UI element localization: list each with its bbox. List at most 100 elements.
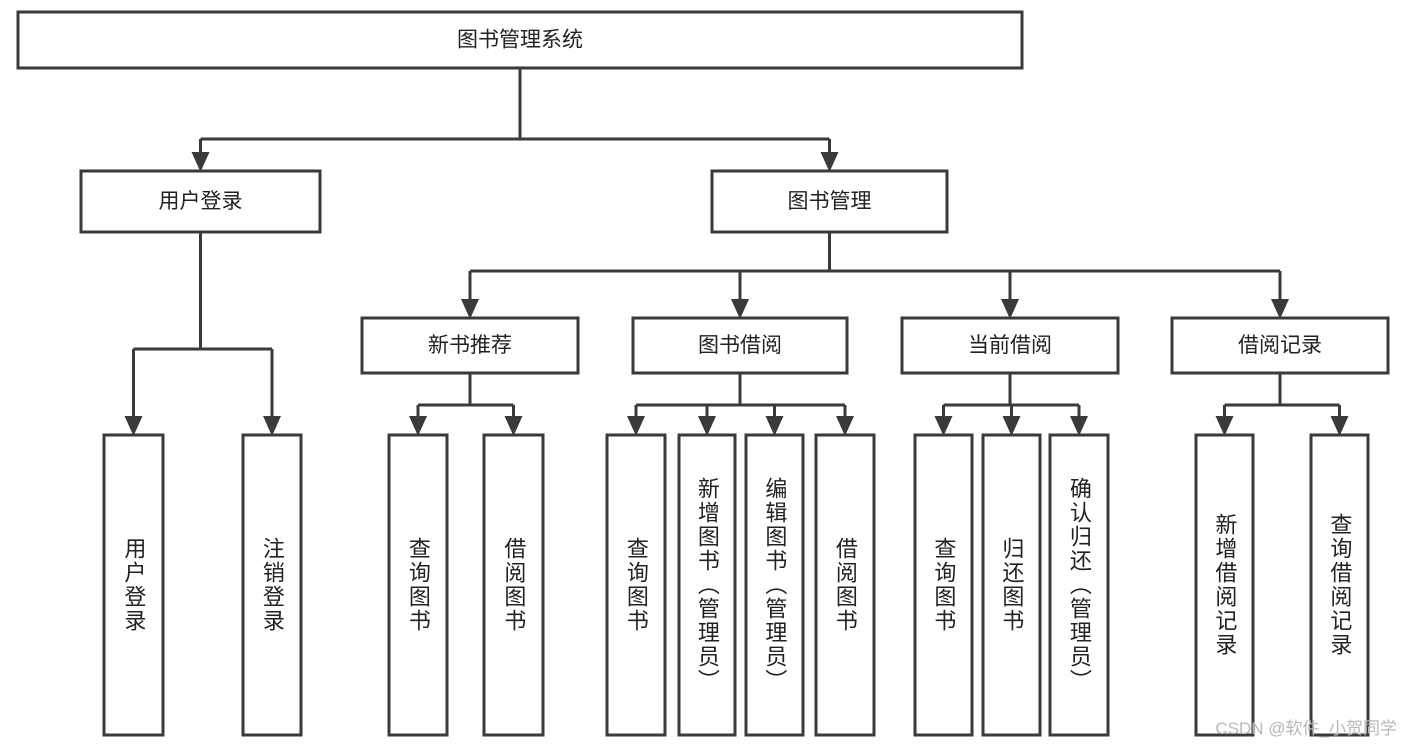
node-label-leaf-confirm-return-admin: 确认归还（管理员） [1066,477,1092,693]
node-box-leaf-query-book-current[interactable] [913,433,974,737]
node-label-leaf-query-book-borrow: 查询图书 [623,537,649,633]
vertical-text-wrap: 归还图书 [983,435,1040,735]
node-box-current-borrow[interactable] [900,316,1120,375]
node-label-container-leaf-add-borrow-record: 新增借阅记录 [1196,435,1253,735]
node-label-borrow-record: 借阅记录 [1238,334,1322,357]
vertical-text-wrap: 查询图书 [607,435,665,735]
node-current-borrow[interactable]: 当前借阅 [900,316,1120,375]
node-leaf-borrow-book-borrow[interactable]: 借阅图书 [814,433,876,737]
node-label-container-leaf-return-book: 归还图书 [983,435,1040,735]
node-borrow-record[interactable]: 借阅记录 [1170,316,1390,375]
node-label-leaf-borrow-book-recommend: 借阅图书 [501,537,527,633]
node-label-current-borrow: 当前借阅 [968,334,1052,357]
arrow-head-icon [1002,416,1021,436]
node-label-container-leaf-logout: 注销登录 [243,435,301,735]
arrow-head-icon [461,299,479,319]
arrow-head-icon [698,416,716,436]
node-label-book-management: 图书管理 [788,190,872,213]
vertical-text-wrap: 查询图书 [915,435,972,735]
vertical-text-wrap: 新增借阅记录 [1196,435,1253,735]
node-leaf-query-book-borrow[interactable]: 查询图书 [605,433,667,737]
arrow-head-icon [124,416,143,436]
node-box-leaf-query-book-borrow[interactable] [605,433,667,737]
node-leaf-add-book-admin[interactable]: 新增图书（管理员） [677,433,737,737]
node-box-borrow-record[interactable] [1170,316,1390,375]
node-root[interactable]: 图书管理系统 [16,10,1024,70]
arrow-head-icon [263,416,281,436]
node-book-borrow[interactable]: 图书借阅 [631,316,849,375]
node-leaf-add-borrow-record[interactable]: 新增借阅记录 [1194,433,1255,737]
node-label-leaf-add-borrow-record: 新增借阅记录 [1212,513,1238,657]
node-label-new-book-recommend: 新书推荐 [428,334,512,357]
node-leaf-logout[interactable]: 注销登录 [241,433,303,737]
node-label-container-leaf-confirm-return-admin: 确认归还（管理员） [1050,435,1108,735]
vertical-text-wrap: 查询图书 [389,435,447,735]
node-label-container-leaf-borrow-book-recommend: 借阅图书 [501,537,527,633]
node-box-leaf-confirm-return-admin[interactable] [1048,433,1110,737]
node-box-leaf-query-book-recommend[interactable] [387,433,449,737]
node-label-container-leaf-query-book-recommend: 查询图书 [389,435,447,735]
node-box-leaf-return-book[interactable] [981,433,1042,737]
arrow-head-icon [1330,416,1349,436]
node-label-book-borrow: 图书借阅 [698,334,782,357]
vertical-text-wrap: 新增图书（管理员） [679,435,735,735]
node-label-leaf-logout: 注销登录 [259,537,285,633]
node-leaf-user-login[interactable]: 用户登录 [102,433,165,737]
node-label-leaf-borrow-book-borrow: 借阅图书 [832,537,858,633]
node-box-root[interactable] [16,10,1024,70]
node-leaf-query-borrow-record[interactable]: 查询借阅记录 [1309,433,1370,737]
node-box-new-book-recommend[interactable] [360,316,580,375]
arrow-head-icon [504,416,523,436]
arrow-head-icon [820,152,839,172]
node-user-login[interactable]: 用户登录 [79,169,322,234]
node-box-leaf-add-book-admin[interactable] [677,433,737,737]
node-box-leaf-logout[interactable] [241,433,303,737]
node-leaf-return-book[interactable]: 归还图书 [981,433,1042,737]
node-book-management[interactable]: 图书管理 [710,169,949,234]
node-box-book-borrow[interactable] [631,316,849,375]
node-leaf-query-book-recommend[interactable]: 查询图书 [387,433,449,737]
connector-layer [124,68,1349,436]
node-leaf-borrow-book-recommend[interactable]: 借阅图书 [482,433,545,737]
node-label-leaf-query-borrow-record: 查询借阅记录 [1327,513,1353,657]
vertical-text-wrap: 确认归还（管理员） [1050,435,1108,735]
node-label-container-leaf-user-login: 用户登录 [104,435,163,735]
vertical-text-wrap: 编辑图书（管理员） [746,435,803,735]
node-leaf-confirm-return-admin[interactable]: 确认归还（管理员） [1048,433,1110,737]
node-box-leaf-add-borrow-record[interactable] [1194,433,1255,737]
arrow-head-icon [765,416,784,436]
watermark-text: CSDN @软件_小贺同学 [1215,719,1397,738]
arrow-head-icon [1070,416,1088,436]
node-box-leaf-query-borrow-record[interactable] [1309,433,1370,737]
node-label-root: 图书管理系统 [457,29,583,52]
node-label-leaf-return-book: 归还图书 [999,537,1025,633]
vertical-text-wrap: 用户登录 [104,435,163,735]
arrow-head-icon [1271,299,1289,319]
arrow-head-icon [731,299,749,319]
arrow-head-icon [409,416,427,436]
node-label-leaf-user-login: 用户登录 [121,537,147,633]
node-box-leaf-borrow-book-recommend[interactable] [482,433,545,737]
node-box-leaf-user-login[interactable] [102,433,165,737]
node-leaf-query-book-current[interactable]: 查询图书 [913,433,974,737]
node-label-container-leaf-query-book-current: 查询图书 [915,435,972,735]
vertical-text-wrap: 注销登录 [243,435,301,735]
node-label-container-leaf-query-book-borrow: 查询图书 [607,435,665,735]
node-box-user-login[interactable] [79,169,322,234]
node-label-leaf-query-book-recommend: 查询图书 [405,537,431,633]
node-leaf-edit-book-admin[interactable]: 编辑图书（管理员） [744,433,805,737]
node-label-leaf-add-book-admin: 新增图书（管理员） [694,477,720,693]
arrow-head-icon [1215,416,1234,436]
node-new-book-recommend[interactable]: 新书推荐 [360,316,580,375]
node-label-container-leaf-add-book-admin: 新增图书（管理员） [679,435,735,735]
arrow-head-icon [627,416,645,436]
node-label-leaf-query-book-current: 查询图书 [931,537,957,633]
node-box-book-management[interactable] [710,169,949,234]
node-layer: 图书管理系统用户登录图书管理新书推荐图书借阅当前借阅借阅记录用户登录注销登录查询… [16,10,1390,737]
node-box-leaf-edit-book-admin[interactable] [744,433,805,737]
node-label-container-leaf-edit-book-admin: 编辑图书（管理员） [746,435,803,735]
node-label-leaf-edit-book-admin: 编辑图书（管理员） [762,477,788,693]
node-box-leaf-borrow-book-borrow[interactable] [814,433,876,737]
